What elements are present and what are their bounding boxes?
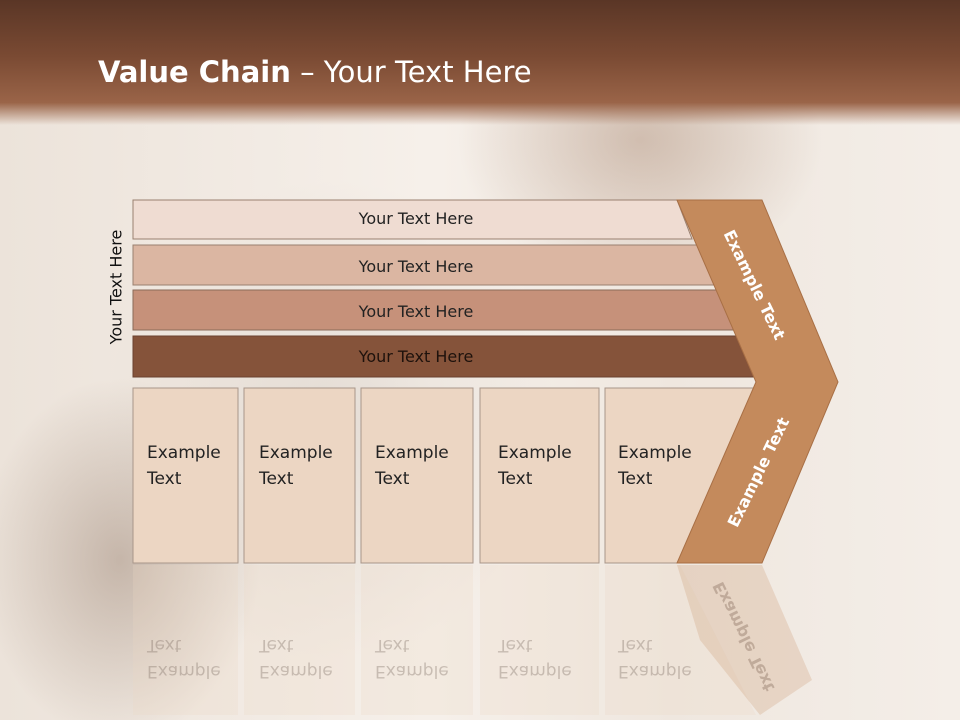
cell-1-reflection xyxy=(133,565,238,715)
cell-2-line1: Example xyxy=(259,443,333,463)
cell-5-text: Example Text xyxy=(618,440,692,492)
title-bold: Value Chain xyxy=(98,55,291,89)
bar-1 xyxy=(132,199,693,240)
cell-3-refl-line1: Example xyxy=(375,661,449,681)
cell-3 xyxy=(360,387,474,564)
chevron-reflection xyxy=(677,565,812,715)
cell-3-line2: Text xyxy=(375,469,410,489)
chevron-arrow xyxy=(676,199,839,564)
bar-1-label: Your Text Here xyxy=(358,209,474,228)
bar-4-label: Your Text Here xyxy=(358,347,474,366)
cell-2 xyxy=(243,387,356,564)
cell-5-reflection xyxy=(605,565,756,715)
cell-1-line1: Example xyxy=(147,443,221,463)
cell-3-text: Example Text xyxy=(375,440,449,492)
cell-2-text: Example Text xyxy=(259,440,333,492)
cell-2-line2: Text xyxy=(259,469,294,489)
cell-1 xyxy=(132,387,239,564)
cell-4-line1: Example xyxy=(498,443,572,463)
bar-2-label: Your Text Here xyxy=(358,257,474,276)
cell-3-reflection-text: Example Text xyxy=(375,632,449,684)
cell-5-refl-line2: Text xyxy=(618,635,653,655)
title-rest: – Your Text Here xyxy=(290,55,532,89)
cell-1-refl-line1: Example xyxy=(147,661,221,681)
cell-5-line2: Text xyxy=(618,469,653,489)
cell-5-reflection-text: Example Text xyxy=(618,632,692,684)
cell-4-reflection-text: Example Text xyxy=(498,632,572,684)
cell-4-line2: Text xyxy=(498,469,533,489)
cell-5-refl-line1: Example xyxy=(618,661,692,681)
cell-2-reflection-text: Example Text xyxy=(259,632,333,684)
slide-title: Value Chain – Your Text Here xyxy=(98,55,532,89)
cell-2-refl-line2: Text xyxy=(259,635,294,655)
cell-3-refl-line2: Text xyxy=(375,635,410,655)
cell-4-reflection xyxy=(480,565,599,715)
cell-2-reflection xyxy=(244,565,355,715)
cell-4-text: Example Text xyxy=(498,440,572,492)
cell-1-line2: Text xyxy=(147,469,182,489)
cell-1-text: Example Text xyxy=(147,440,221,492)
cell-4-refl-line2: Text xyxy=(498,635,533,655)
cell-1-refl-line2: Text xyxy=(147,635,182,655)
bar-3-label: Your Text Here xyxy=(358,302,474,321)
cell-2-refl-line1: Example xyxy=(259,661,333,681)
cell-3-reflection xyxy=(361,565,473,715)
title-bar xyxy=(0,0,960,125)
cell-1-reflection-text: Example Text xyxy=(147,632,221,684)
cell-4-refl-line1: Example xyxy=(498,661,572,681)
cell-4 xyxy=(479,387,600,564)
cell-5-line1: Example xyxy=(618,443,692,463)
cell-3-line1: Example xyxy=(375,443,449,463)
